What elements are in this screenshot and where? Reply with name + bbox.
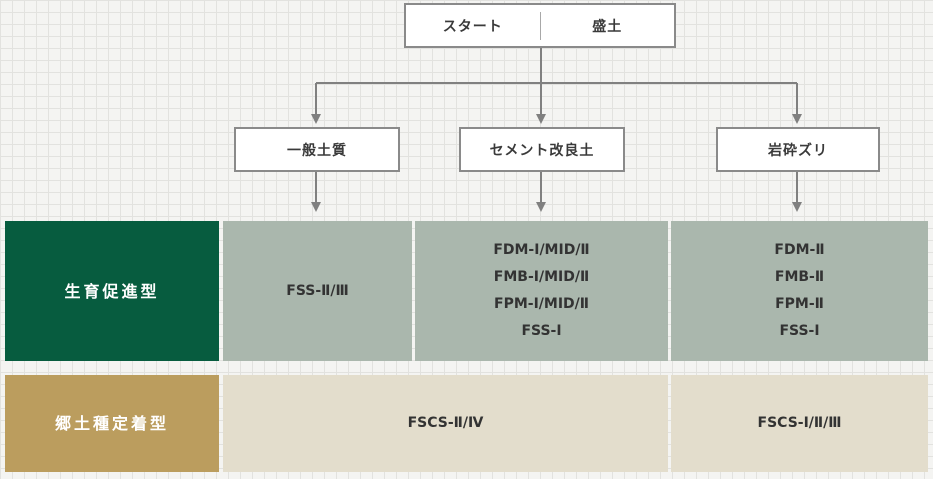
cell-native-general-cement: FSCS-Ⅱ/Ⅳ	[223, 375, 668, 472]
start-step-label: 盛土	[592, 18, 623, 35]
cell-native-rock: FSCS-Ⅰ/Ⅱ/Ⅲ	[671, 375, 928, 472]
row-label-growth-promotion: 生育促進型	[5, 221, 219, 361]
product-code: FSS-Ⅰ	[779, 323, 820, 339]
soil-type-cement: セメント改良土	[459, 127, 625, 172]
start-divider	[539, 11, 541, 40]
row-label-native-species: 郷土種定着型	[5, 375, 219, 472]
cell-growth-rock: FDM-Ⅱ FMB-Ⅱ FPM-Ⅱ FSS-Ⅰ	[671, 221, 928, 361]
product-code: FMB-Ⅱ	[774, 269, 825, 285]
product-code: FSS-Ⅰ	[521, 323, 562, 339]
product-code: FDM-Ⅰ/MID/Ⅱ	[493, 242, 590, 258]
product-code: FPM-Ⅱ	[775, 296, 824, 312]
cell-growth-cement: FDM-Ⅰ/MID/Ⅱ FMB-Ⅰ/MID/Ⅱ FPM-Ⅰ/MID/Ⅱ FSS-…	[415, 221, 668, 361]
soil-type-general: 一般土質	[234, 127, 400, 172]
product-code: FPM-Ⅰ/MID/Ⅱ	[494, 296, 589, 312]
start-box: スタート 盛土	[404, 3, 676, 48]
start-label: スタート	[442, 18, 503, 35]
soil-type-rock: 岩砕ズリ	[716, 127, 880, 172]
product-code: FMB-Ⅰ/MID/Ⅱ	[493, 269, 590, 285]
cell-growth-general: FSS-Ⅱ/Ⅲ	[223, 221, 412, 361]
product-code: FSS-Ⅱ/Ⅲ	[286, 282, 349, 299]
product-code: FDM-Ⅱ	[774, 242, 825, 258]
product-code: FSCS-Ⅱ/Ⅳ	[407, 415, 484, 431]
product-code: FSCS-Ⅰ/Ⅱ/Ⅲ	[757, 415, 842, 431]
